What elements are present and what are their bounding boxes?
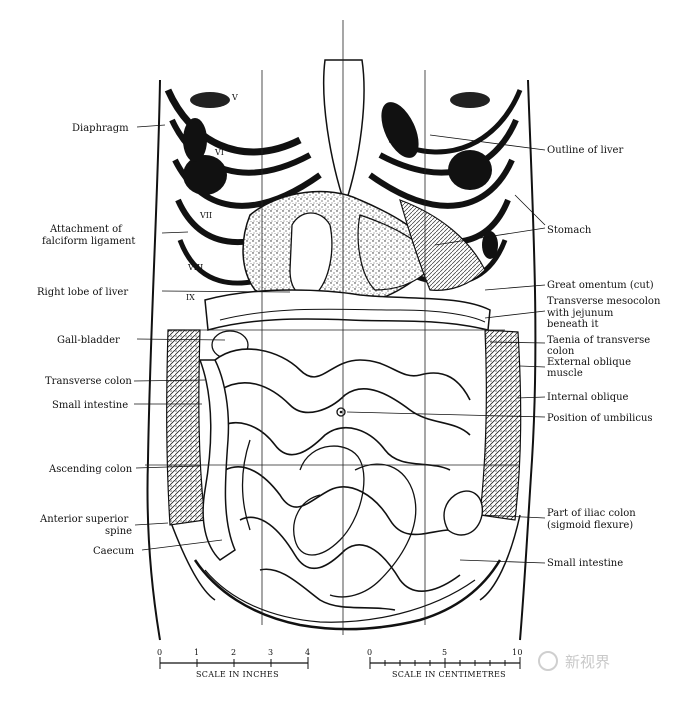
abdominal-wall bbox=[166, 329, 522, 526]
sigmoid-flexure bbox=[443, 490, 484, 536]
inch-tick-4: 4 bbox=[305, 648, 310, 657]
label-small-intestine-right: Small intestine bbox=[547, 558, 623, 569]
inch-tick-2: 2 bbox=[231, 648, 236, 657]
label-internal-oblique: Internal oblique bbox=[547, 392, 629, 403]
small-intestine bbox=[214, 348, 471, 611]
torso-outline bbox=[146, 79, 537, 641]
scale-inches: 0 1 2 3 4 SCALE IN INCHES bbox=[157, 648, 310, 679]
cm-tick-10: 10 bbox=[512, 648, 523, 657]
label-beneath-it: beneath it bbox=[547, 319, 599, 330]
cm-tick-0: 0 bbox=[367, 648, 372, 657]
label-small-intestine-left: Small intestine bbox=[52, 400, 128, 411]
right-labels: Outline of liver Stomach Great omentum (… bbox=[346, 134, 661, 569]
cm-tick-5: 5 bbox=[442, 648, 447, 657]
liver bbox=[242, 190, 441, 308]
label-ascending-colon: Ascending colon bbox=[48, 464, 133, 475]
rib-numeral-v: V bbox=[231, 93, 238, 102]
label-muscle: muscle bbox=[547, 368, 583, 379]
rib-numeral-viii: VIII bbox=[187, 263, 203, 272]
label-transverse-mesocolon: Transverse mesocolon bbox=[547, 296, 661, 307]
label-caecum: Caecum bbox=[93, 546, 135, 557]
label-right-lobe-of-liver: Right lobe of liver bbox=[37, 287, 128, 298]
label-falciform-ligament: falciform ligament bbox=[42, 236, 135, 247]
label-diaphragm: Diaphragm bbox=[72, 123, 129, 134]
inch-tick-3: 3 bbox=[268, 648, 273, 657]
pelvic-outline bbox=[193, 559, 502, 631]
ascending-colon bbox=[198, 359, 236, 561]
reference-grid bbox=[145, 20, 520, 635]
label-attachment-of: Attachment of bbox=[49, 224, 123, 235]
label-outline-of-liver: Outline of liver bbox=[547, 145, 623, 156]
rib-numeral-vii: VII bbox=[199, 211, 212, 220]
label-colon: colon bbox=[547, 346, 575, 357]
inch-tick-1: 1 bbox=[194, 648, 199, 657]
label-gall-bladder: Gall-bladder bbox=[57, 335, 120, 346]
label-transverse-colon: Transverse colon bbox=[45, 376, 132, 387]
label-taenia-of-transverse: Taenia of transverse bbox=[547, 335, 650, 346]
label-spine: spine bbox=[105, 526, 132, 537]
left-labels: Diaphragm Attachment of falciform ligame… bbox=[37, 123, 291, 557]
label-part-of-iliac-colon: Part of iliac colon bbox=[547, 508, 636, 519]
watermark-text: 新视界 bbox=[565, 653, 610, 671]
label-external-oblique: External oblique bbox=[547, 357, 631, 368]
label-position-of-umbilicus: Position of umbilicus bbox=[547, 413, 653, 424]
rib-numeral-ix: IX bbox=[186, 293, 195, 302]
stomach bbox=[399, 199, 486, 291]
umbilicus-marker bbox=[336, 407, 346, 417]
scale-centimetres: 0 5 10 SCALE IN CENTIMETRES bbox=[367, 648, 523, 679]
scale-inches-caption: SCALE IN INCHES bbox=[196, 670, 279, 679]
scale-centimetres-caption: SCALE IN CENTIMETRES bbox=[392, 670, 506, 679]
watermark: 新视界 bbox=[538, 651, 610, 671]
rib-numeral-vi: VI bbox=[214, 148, 224, 157]
inch-tick-0: 0 bbox=[157, 648, 162, 657]
label-great-omentum: Great omentum (cut) bbox=[547, 280, 654, 291]
label-stomach: Stomach bbox=[547, 225, 592, 236]
label-anterior-superior: Anterior superior bbox=[39, 514, 128, 525]
label-sigmoid-flexure: (sigmoid flexure) bbox=[547, 520, 633, 531]
label-with-jejunum: with jejunum bbox=[547, 308, 614, 319]
